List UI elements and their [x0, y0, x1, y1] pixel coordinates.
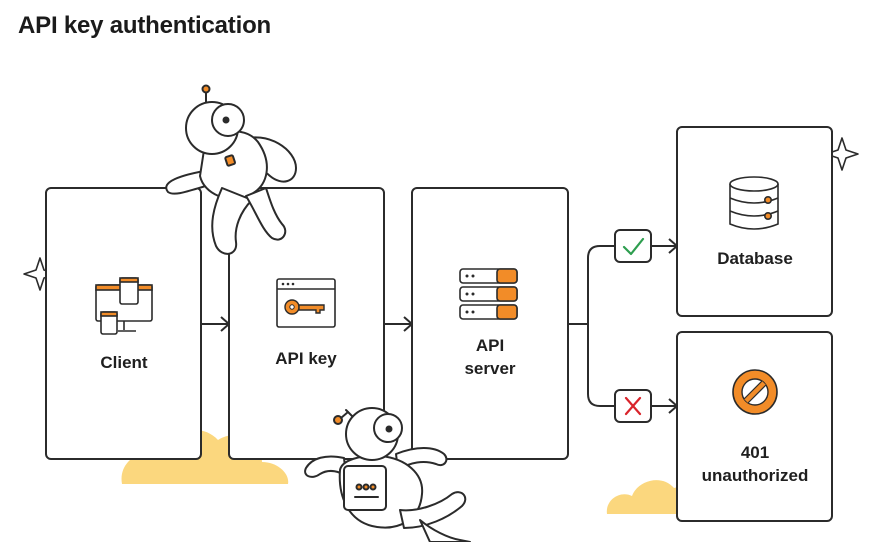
astronaut-top-illustration [165, 84, 297, 255]
x-mark-icon [614, 389, 652, 423]
unauthorized-label-line2: unauthorized [702, 466, 809, 485]
api-key-label: API key [275, 349, 337, 368]
checkmark-icon [614, 229, 652, 263]
api-server-label-line2: server [464, 359, 515, 378]
api-server-node: API server [411, 187, 569, 460]
arrow-apikey-to-server [384, 316, 414, 332]
diagram-title: API key authentication [18, 12, 271, 39]
server-stack-icon [459, 268, 518, 320]
database-label: Database [717, 249, 793, 268]
api-key-node: API key [228, 187, 385, 460]
client-node: Client [45, 187, 202, 460]
branch-connector [568, 238, 679, 414]
prohibited-icon [732, 369, 778, 415]
sparkle-right-icon [825, 137, 859, 171]
devices-icon [95, 277, 153, 335]
astronaut-bottom-illustration [304, 407, 471, 542]
key-window-icon [276, 278, 336, 328]
unauthorized-node: 401 unauthorized [676, 331, 833, 522]
arrow-client-to-apikey [201, 316, 231, 332]
database-icon [729, 176, 779, 230]
unauthorized-label-line1: 401 [741, 443, 769, 462]
database-node: Database [676, 126, 833, 317]
api-server-label-line1: API [476, 336, 504, 355]
client-label: Client [100, 353, 148, 372]
